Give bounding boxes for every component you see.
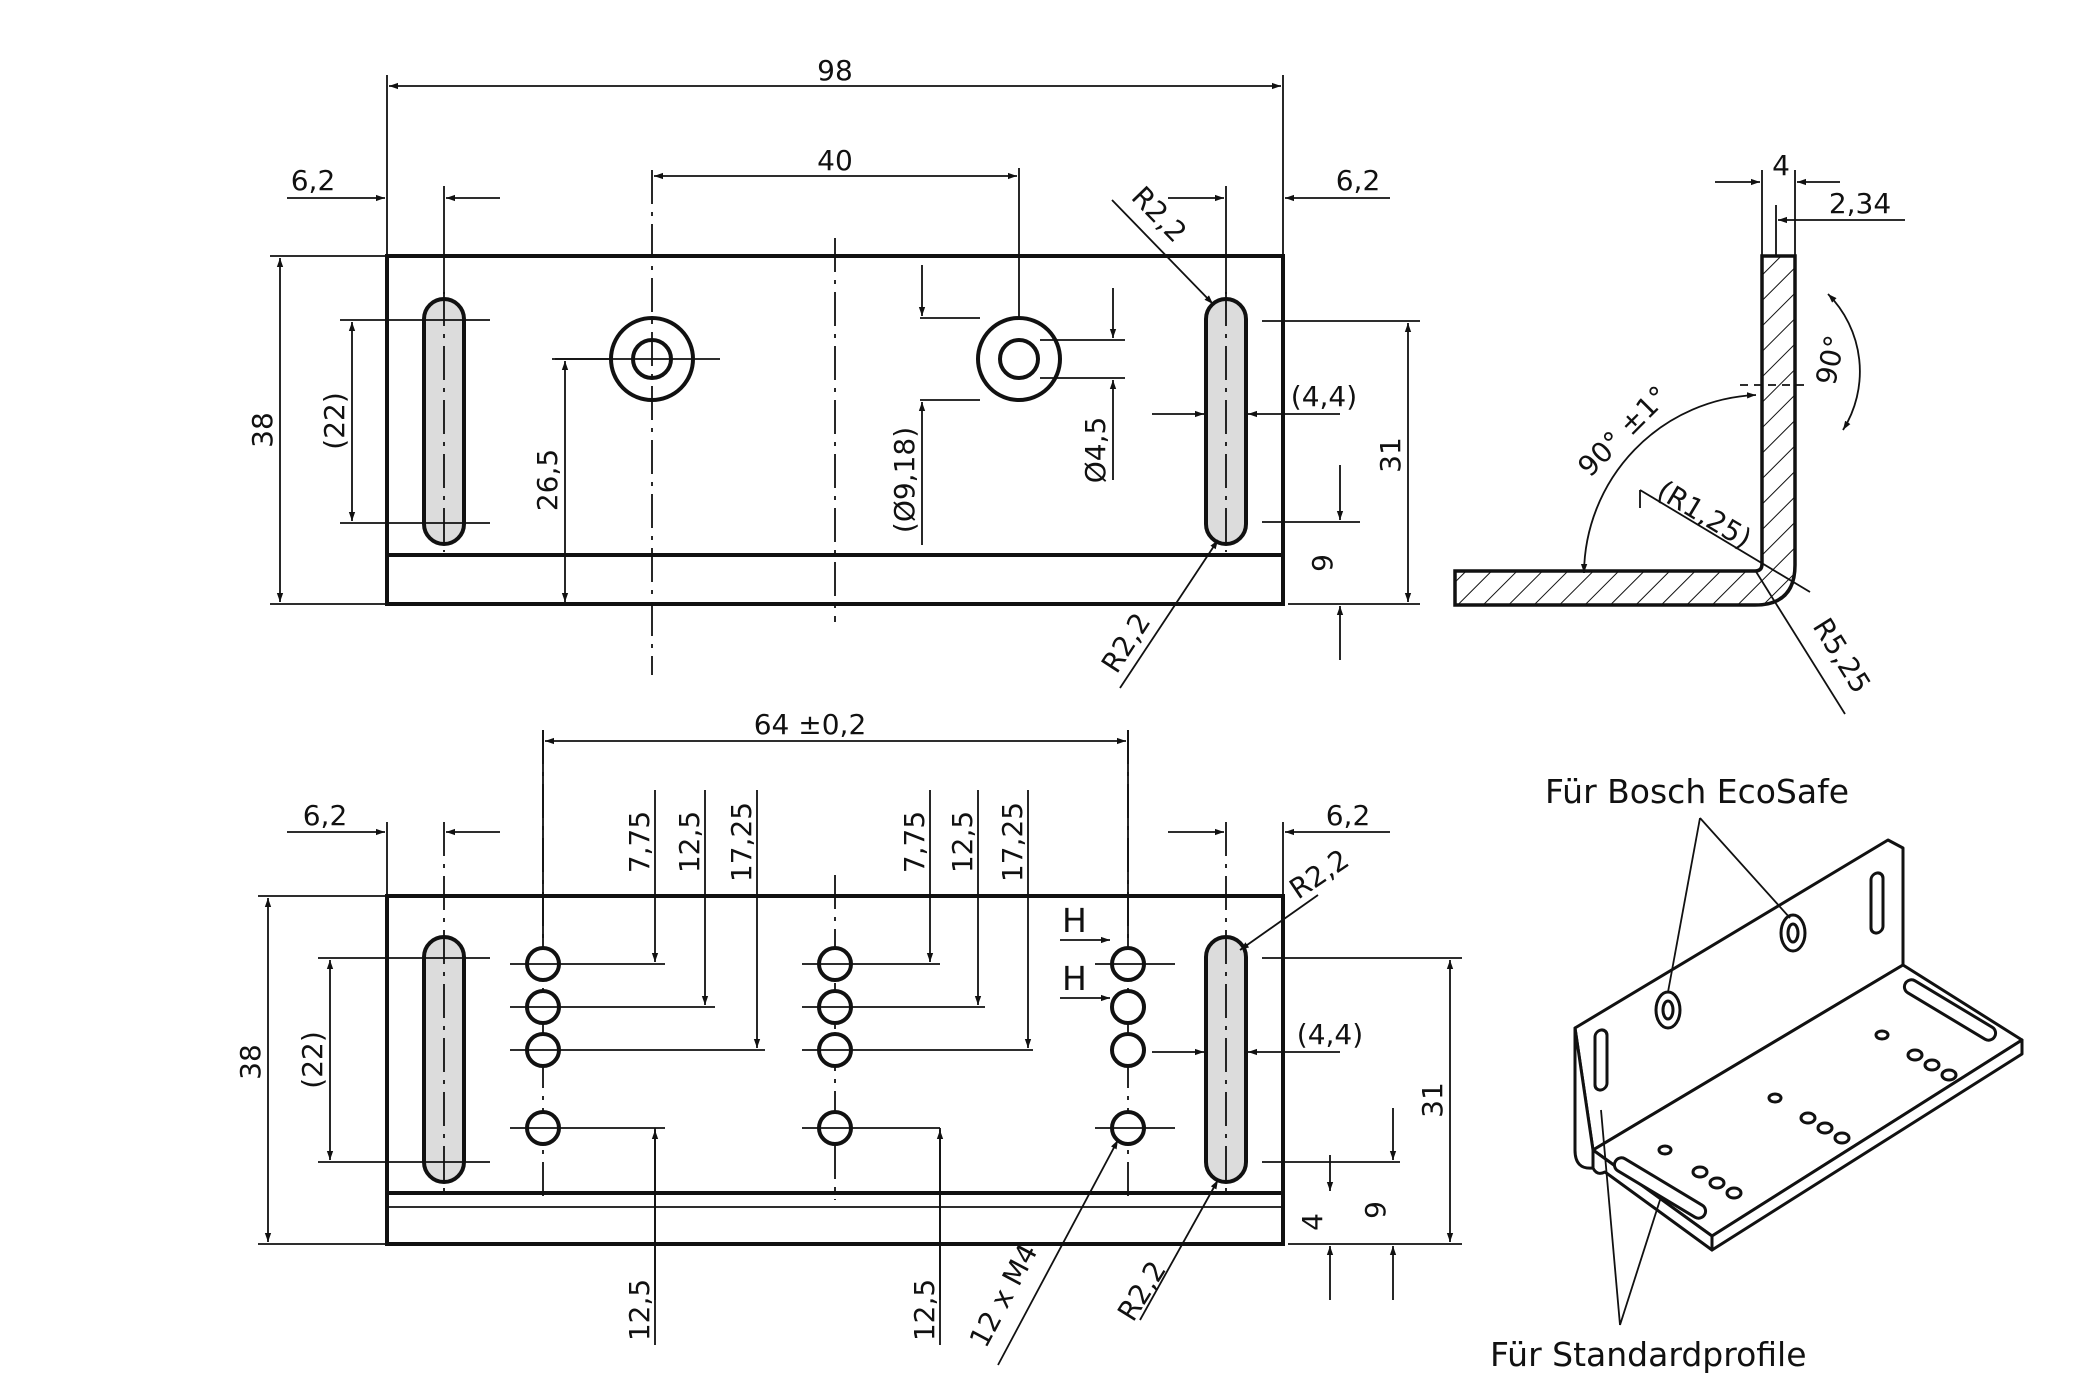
dim-bottom-slot-width: (4,4) [1297,1018,1363,1051]
iso-view: Für Bosch EcoSafe Für Standardprofile [1490,772,2024,1374]
dim-slot-radius-top: R2,2 [1125,180,1193,249]
thread-hole [1110,1032,1146,1068]
dim-counterbore-dia: (Ø9,18) [888,427,921,533]
thread-hole [1110,989,1146,1025]
dim-angle-inner: 90° [1809,332,1852,387]
dim-row-2: 12,5 [673,811,706,873]
dim-hole-spacing: 40 [817,144,853,177]
dim-slot-width: (4,4) [1291,380,1357,413]
dim-bottom-row: 12,5 [623,1279,656,1341]
dim-overall-width: 98 [817,54,853,87]
top-hole-right [998,338,1040,380]
dim-inner-radius: (R1,25) [1651,474,1757,556]
dim-bottom-slot-length: (22) [296,1031,329,1088]
dim-edge-offset-right: 6,2 [1336,164,1381,197]
dim-row-1b: 7,75 [898,811,931,873]
dim-slot-radius-bottom: R2,2 [1095,607,1158,679]
dim-slot-length: (22) [318,392,351,449]
dim-hole-dia: Ø4,5 [1079,417,1112,484]
section-view: 4 2,34 90° 90° ±1° (R1,25) R5,25 [1453,149,1905,715]
dim-outer-radius: R5,25 [1806,612,1877,699]
dim-row-1: 7,75 [623,811,656,873]
thread-holes [525,946,1146,1146]
dim-bottom-slot-radius-top: R2,2 [1283,843,1354,906]
dim-bottom-thickness: 4 [1296,1213,1329,1231]
dim-bottom-row-b: 12,5 [908,1279,941,1341]
dim-slot-span: 31 [1374,437,1407,473]
dim-bottom-hole-spacing: 64 ±0,2 [754,708,867,741]
dim-bottom-slot-span: 31 [1416,1082,1449,1118]
label-bosch-ecosafe: Für Bosch EcoSafe [1545,772,1849,811]
dim-sheet-thickness: 4 [1772,149,1790,182]
dim-edge-offset-left: 6,2 [291,164,336,197]
dim-row-2b: 12,5 [946,811,979,873]
dim-flange: 9 [1306,554,1339,572]
bottom-view: 64 ±0,2 6,2 6,2 38 (22) 7,75 12,5 17,25 [234,708,1462,1366]
dim-bottom-edge-left: 6,2 [303,799,348,832]
section-profile [1453,254,1797,607]
dim-height: 38 [246,412,279,448]
dim-hole-height: 26,5 [531,449,564,511]
dim-angle-outer: 90° ±1° [1571,379,1675,483]
label-standardprofile: Für Standardprofile [1490,1335,1807,1374]
iso-thread-holes [1657,1029,1958,1200]
dim-bottom-edge-right: 6,2 [1326,799,1371,832]
dim-bottom-height: 38 [234,1044,267,1080]
dim-bottom-flange: 9 [1359,1201,1392,1219]
dim-bottom-slot-radius-bottom: R2,2 [1111,1255,1173,1327]
thread-spec: 12 x M4 [963,1238,1045,1352]
top-view: 98 40 6,2 6,2 38 (22) 26,5 (Ø9 [246,54,1420,689]
dim-row-3: 17,25 [725,802,758,882]
dim-row-3b: 17,25 [996,802,1029,882]
marker-h-1: H [1062,901,1087,940]
dim-offset: 2,34 [1829,187,1891,220]
marker-h-2: H [1062,959,1087,998]
